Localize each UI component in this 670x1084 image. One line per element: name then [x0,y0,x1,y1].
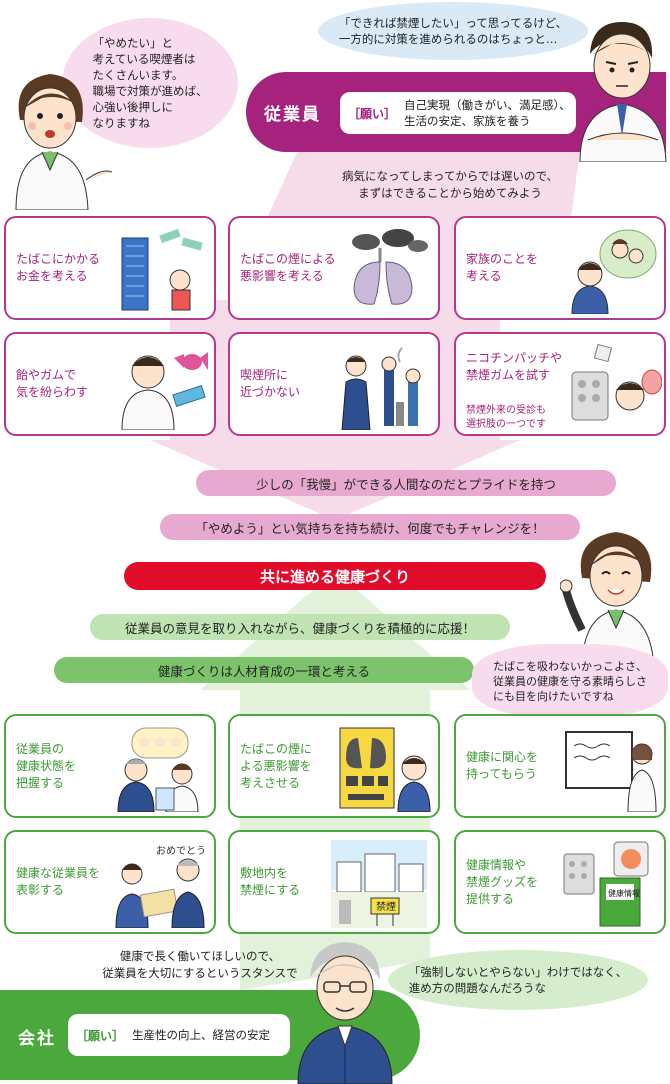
card-candy-text: 飴やガムで 気を紛らわす [16,368,89,399]
health-book-title: 健康情報 [608,888,640,898]
card-health-goods: 健康情報や 禁煙グッズを 提供する 健康情報 [454,830,666,934]
card-health-status-text: 従業員の 健康状態を 把握する [16,741,77,790]
employee-illustration [579,22,667,162]
challenge-banner: 「やめよう」とい気持ちを持ち続け、何度でもチャレンジを！ [160,514,580,540]
premises-sign: 禁煙 [376,901,396,913]
nurse-middle-speech-bubble: たばこを吸わないかっこよさ、 従業員の健康を守る素晴らしさ にも目を向けたいです… [472,644,668,718]
card-health-status: 従業員の 健康状態を 把握する [4,714,216,818]
award-caption: おめでとう [156,845,206,857]
card-nicotine: ニコチンパッチや 禁煙ガムを試す 禁煙外来の受診も 選択肢の一つです [454,332,666,436]
card-money-text: たばこにかかる お金を考える [16,252,101,283]
company-note: 健康で長く働いてほしいので、 従業員を大切にするというスタンスで [102,949,298,980]
card-avoid-text: 喫煙所に 近づかない [240,368,301,399]
money-building-icon [121,228,203,311]
employee-wish-text: 自己実現（働きがい、満足感）、 生活の安定、家族を養う [404,98,571,128]
card-family: 家族のことを 考える [454,216,666,320]
company-wish-text: 生産性の向上、経営の安定 [132,1028,271,1042]
employee-wish-tag: ［願い］ [348,106,397,121]
card-health-goods-text: 健康情報や 禁煙グッズを 提供する [466,857,539,906]
card-award: 健康な従業員を 表彰する おめでとう [4,830,216,934]
card-smoke-harm: たばこの煙による 悪影響を考える [228,216,440,320]
together-banner: 共に進める健康づくり [124,562,546,590]
card-smoke-awareness: たばこの煙に よる悪影響を 考えさせる [228,714,440,818]
employee-label: 従業員 [264,105,321,125]
health-check-icon [117,727,199,812]
card-premises-no-smoking: 敷地内を 禁煙にする 禁煙 [228,830,440,934]
nicotine-patch-icon [571,343,662,421]
card-smoke-awareness-text: たばこの煙に よる悪影響を 考えさせる [240,741,313,790]
candy-icon [121,352,208,430]
card-avoid-smoking-area: 喫煙所に 近づかない [228,332,440,436]
company-president-illustration [297,942,393,1084]
company-wish-box: ［願い］ 生産性の向上、経営の安定 [68,1014,290,1056]
smoking-area-icon [341,347,421,430]
card-health-interest-text: 健康に関心を 持ってもらう [466,750,539,781]
support-banner: 従業員の意見を取り入れながら、健康づくりを積極的に応援！ [90,614,510,640]
card-health-interest: 健康に関心を 持ってもらう [454,714,666,818]
company-wish-tag: ［願い］ [76,1028,125,1043]
health-info-icon: 健康情報 [563,841,649,927]
nurse-illustration-top [15,74,112,210]
card-candy: 飴やガムで 気を紛らわす [4,332,216,436]
award-icon: おめでとう [115,845,206,928]
card-smoke-harm-text: たばこの煙による 悪影響を考える [240,252,336,283]
employee-speech-text: 「できれば禁煙したい」って思ってるけど、 一方的に対策を進められるのはちょっと… [338,16,568,46]
lungs-icon [352,229,428,305]
company-speech-text: 「強制しないとやらない」わけではなく、 進め方の問題なんだろうな [408,965,628,995]
nurse-speech-text: 「やめたい」と 考えている喫煙者は たくさんいます。 職場で対策が進めば、 心強… [92,36,208,130]
card-nicotine-text: ニコチンパッチや 禁煙ガムを試す [466,351,563,382]
employee-wish-box: ［願い］ 自己実現（働きがい、満足感）、 生活の安定、家族を養う [340,92,576,134]
pride-banner: 少しの「我慢」ができる人間なのだとプライドを持つ [196,470,616,496]
training-banner: 健康づくりは人材育成の一環と考える [54,657,474,683]
lungs-poster-icon [339,727,431,812]
card-family-text: 家族のことを 考える [466,252,539,283]
employee-note: 病気になってしまってからでは遅いので、 まずはできることから始めてみよう [341,169,559,200]
card-premises-text: 敷地内を 禁煙にする [240,866,301,897]
family-icon [571,229,657,314]
card-nicotine-sub: 禁煙外来の受診も 選択肢の一つです [466,405,546,430]
card-award-text: 健康な従業員を 表彰する [16,866,101,897]
company-speech-bubble: 「強制しないとやらない」わけではなく、 進め方の問題なんだろうな [388,950,648,1010]
employee-speech-bubble: 「できれば禁煙したい」って思ってるけど、 一方的に対策を進められるのはちょっと… [318,2,588,60]
nurse-middle-speech-text: たばこを吸わないかっこよさ、 従業員の健康を守る素晴らしさ にも目を向けたいです… [493,659,647,703]
no-smoking-premises-icon: 禁煙 [331,840,427,928]
card-money: たばこにかかる お金を考える [4,216,216,320]
whiteboard-icon [565,731,657,812]
company-label: 会社 [18,1029,56,1049]
nurse-speech-bubble: 「やめたい」と 考えている喫煙者は たくさんいます。 職場で対策が進めば、 心強… [62,18,238,148]
